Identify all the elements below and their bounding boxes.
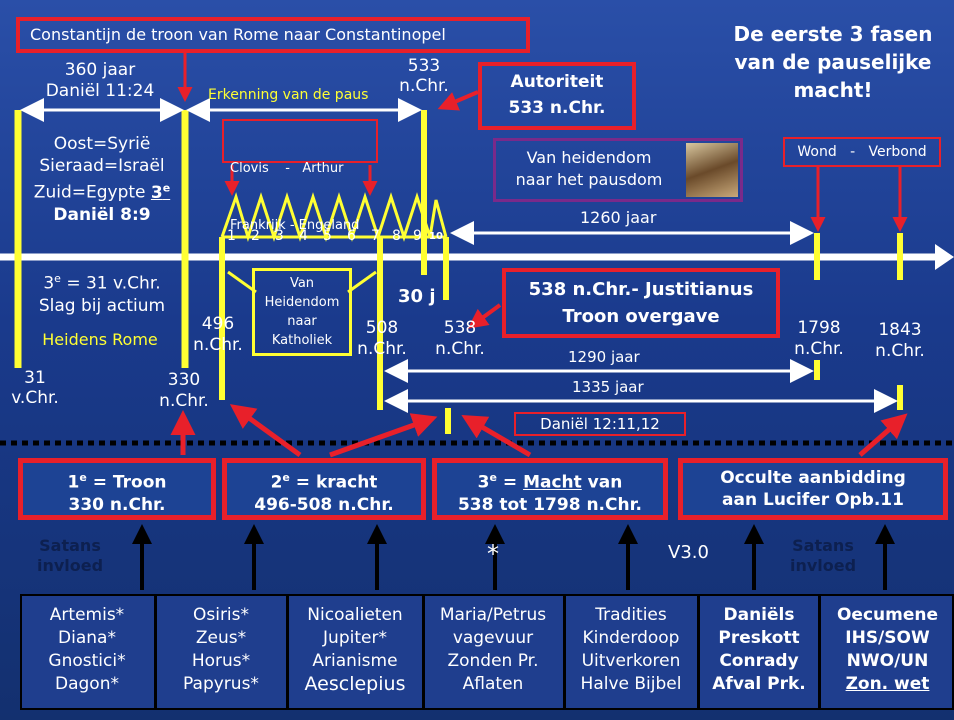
main-timeline-arrowhead: [935, 244, 954, 270]
pope-picture-icon: [686, 143, 738, 197]
wond-verbond-box: Wond - Verbond: [783, 137, 941, 167]
battle-label: 3e = 31 v.Chr. Slag bij actium: [38, 272, 166, 316]
horn-number: 9: [413, 228, 422, 244]
column-divider: [154, 596, 157, 708]
column-divider: [818, 596, 821, 708]
column-1: Artemis*Diana*Gnostici*Dagon*: [48, 605, 126, 694]
headline-line: De eerste 3 fasen: [733, 22, 933, 46]
clovis-box: Clovis - Arthur Frankrijk - Engeland: [222, 119, 378, 233]
horn-number: 6: [347, 228, 356, 244]
horn-number: 10: [429, 231, 443, 242]
phase-2-box: 2e = kracht 496-508 n.Chr.: [222, 458, 426, 520]
horn-number: 7: [371, 228, 380, 244]
erkenning-label: Erkenning van de paus: [208, 87, 369, 103]
red-arrow-autoriteit: [437, 90, 479, 111]
top-banner: Constantijn de troon van Rome naar Const…: [16, 17, 530, 53]
headline-line: macht!: [793, 78, 873, 102]
justitianus-box: 538 n.Chr.- Justitianus Troon overgave: [502, 268, 780, 338]
column-divider: [422, 596, 425, 708]
horn-number: 1: [227, 228, 236, 244]
year-533: 533 n.Chr.: [399, 56, 449, 96]
year-31: 31 v.Chr.: [11, 368, 59, 408]
horn-number: 5: [323, 228, 332, 244]
asterisk-mark: *: [487, 540, 499, 568]
prophecy-lines: Oost=Syrië Sieraad=Israël Zuid=Egypte 3e…: [33, 134, 171, 225]
red-arrow-phase2-l: [229, 404, 302, 458]
phase-3-box: 3e = Macht van 538 tot 1798 n.Chr.: [432, 458, 668, 520]
phase-4-box: Occulte aanbidding aan Lucifer Opb.11: [678, 458, 948, 520]
phase-1-box: 1e = Troon 330 n.Chr.: [18, 458, 216, 520]
heidendom-pausdom-box: Van heidendom naar het pausdom: [493, 138, 743, 202]
red-arrow-phase4: [858, 413, 908, 457]
pagan-rome-label: Heidens Rome: [42, 330, 158, 349]
red-arrow-justitianus: [467, 303, 502, 329]
red-arrow-phase3: [461, 414, 532, 458]
autoriteit-box: Autoriteit 533 n.Chr.: [478, 62, 636, 130]
column-divider: [286, 596, 289, 708]
headline: De eerste 3 fasen van de pauselijke mach…: [720, 20, 946, 104]
version-label: V3.0: [668, 542, 709, 563]
van-heidendom-katholiek-box: Van Heidendom naar Katholiek: [252, 268, 352, 356]
column-2: Osiris*Zeus*Horus*Papyrus*: [183, 605, 259, 694]
column-divider: [697, 596, 700, 708]
headline-line: van de pauselijke: [734, 50, 932, 74]
span-1335-label: 1335 jaar: [572, 378, 644, 396]
bottom-table: [20, 594, 954, 710]
span-360-label: 360 jaar Daniël 11:24: [45, 60, 155, 101]
horn-number: 3: [275, 228, 284, 244]
horn-number: 8: [392, 228, 401, 244]
horns-zigzag: [220, 192, 448, 243]
horn-number: 4: [299, 228, 308, 244]
horn-numbers: 1 2 3 4 5 6 7 8 9 10: [224, 228, 446, 248]
span-1290-label: 1290 jaar: [568, 348, 640, 366]
column-divider: [563, 596, 566, 708]
horn-number: 2: [251, 228, 260, 244]
daniel-12-box: Daniël 12:11,12: [514, 412, 686, 436]
span-1260-label: 1260 jaar: [580, 208, 657, 227]
thirty-years-label: 30 j: [398, 286, 436, 307]
red-arrow-phase2-r: [329, 413, 438, 458]
